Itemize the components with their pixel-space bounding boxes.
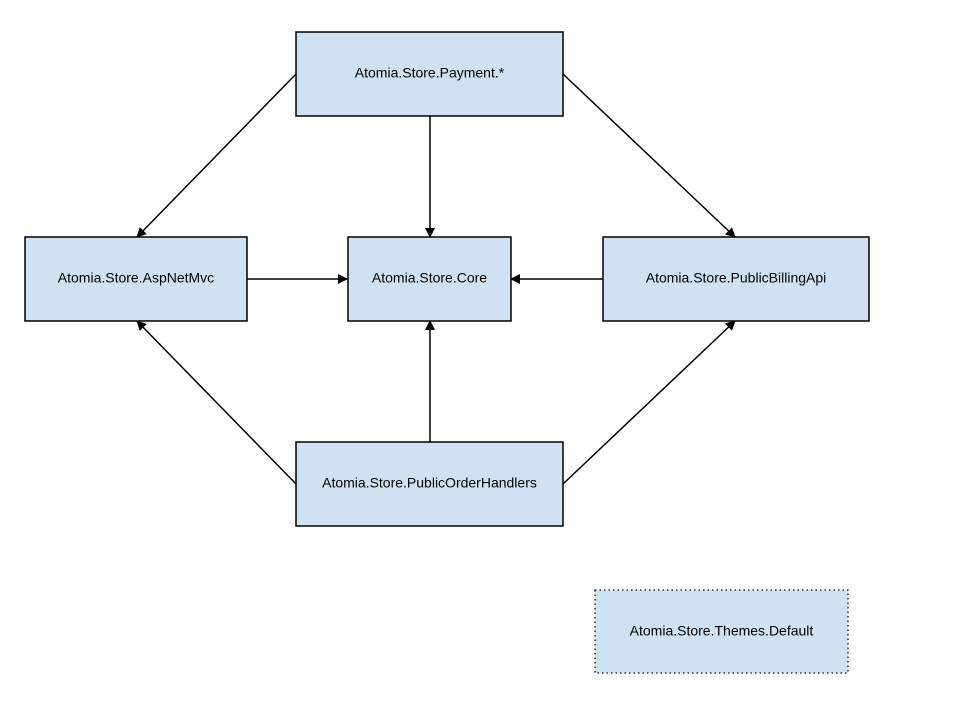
node-publicbillingapi-label: Atomia.Store.PublicBillingApi <box>646 270 827 286</box>
node-aspnetmvc-box <box>24 236 248 322</box>
node-publicorderhandlers-label: Atomia.Store.PublicOrderHandlers <box>322 475 537 491</box>
edge-payment-to-aspnetmvc <box>136 73 297 238</box>
node-payment-label: Atomia.Store.Payment.* <box>355 65 505 81</box>
node-core: Atomia.Store.Core <box>347 236 512 322</box>
edge-publicorderhandlers-to-aspnetmvc <box>136 320 297 485</box>
node-payment-box <box>295 31 564 117</box>
edge-publicorderhandlers-to-publicbillingapi <box>562 320 736 485</box>
edge-payment-to-publicbillingapi <box>562 73 736 238</box>
node-publicbillingapi-box <box>602 236 870 322</box>
node-themesdefault-box <box>594 589 849 674</box>
node-publicorderhandlers-box <box>295 441 564 527</box>
node-aspnetmvc-label: Atomia.Store.AspNetMvc <box>58 270 214 286</box>
edges <box>136 73 736 485</box>
node-core-label: Atomia.Store.Core <box>372 270 487 286</box>
node-aspnetmvc: Atomia.Store.AspNetMvc <box>24 236 248 322</box>
node-publicorderhandlers: Atomia.Store.PublicOrderHandlers <box>295 441 564 527</box>
node-core-box <box>347 236 512 322</box>
node-payment: Atomia.Store.Payment.* <box>295 31 564 117</box>
node-themesdefault: Atomia.Store.Themes.Default <box>594 589 849 674</box>
node-themesdefault-label: Atomia.Store.Themes.Default <box>630 623 814 639</box>
node-publicbillingapi: Atomia.Store.PublicBillingApi <box>602 236 870 322</box>
